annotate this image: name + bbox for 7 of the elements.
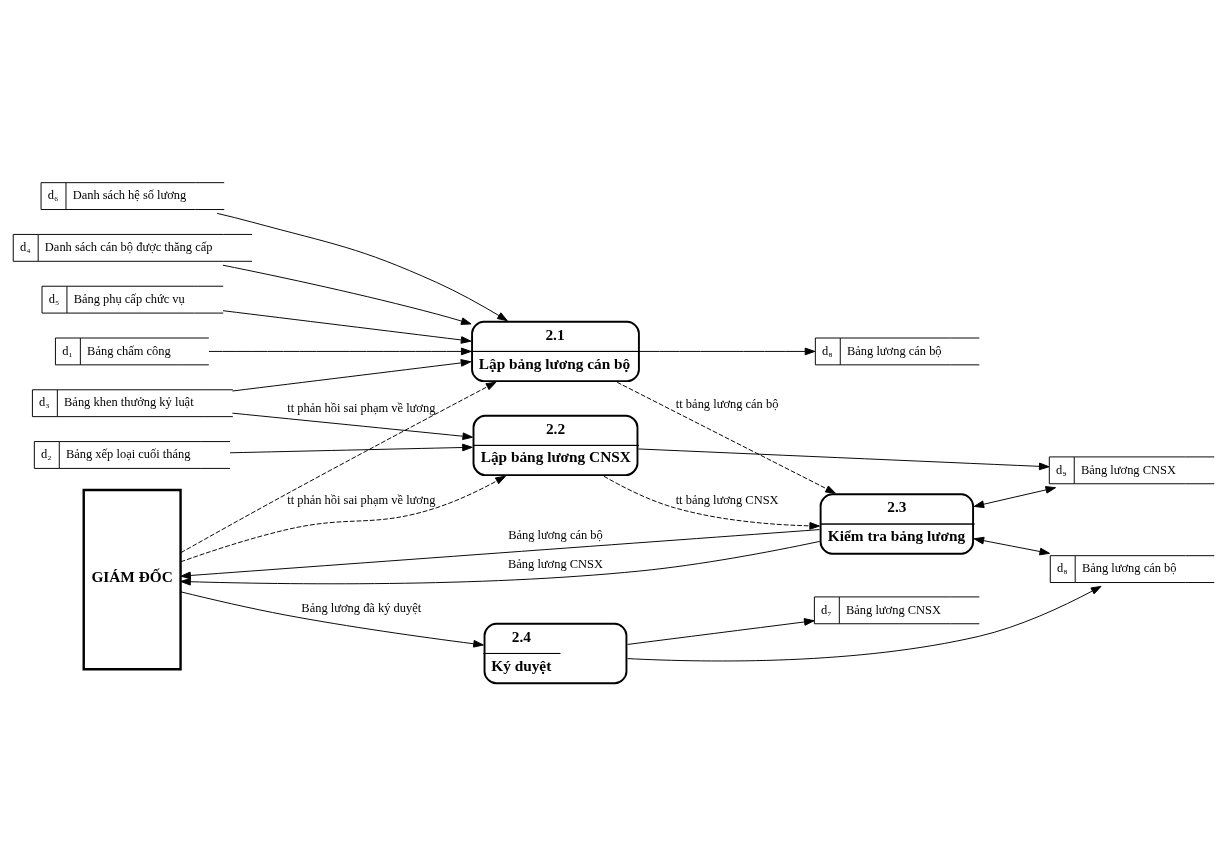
edge-label: tt phản hồi sai phạm về lương bbox=[287, 493, 436, 508]
edge-label: tt phản hồi sai phạm về lương bbox=[287, 401, 436, 416]
edge-label: Bảng lương đã ký duyệt bbox=[301, 600, 422, 615]
edge-label: tt bảng lương CNSX bbox=[675, 493, 779, 508]
edge-label: Bảng lương cán bộ bbox=[508, 527, 603, 542]
edge-label: tt bảng lương cán bộ bbox=[675, 397, 779, 412]
edge-label: Bảng lương CNSX bbox=[508, 556, 603, 571]
